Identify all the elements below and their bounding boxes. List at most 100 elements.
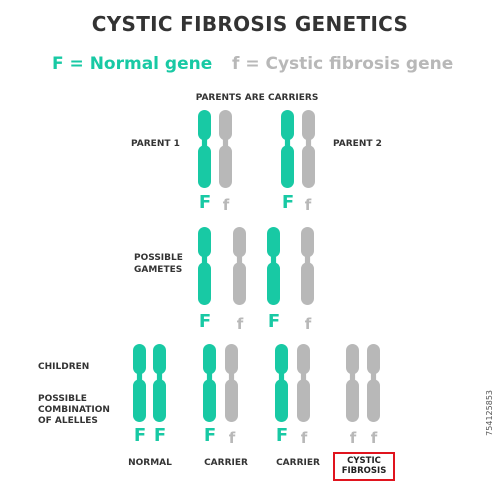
gamete-chromosome-4-arm-upper	[301, 227, 314, 258]
combination-label-line1: POSSIBLE	[38, 394, 87, 404]
child4-chromosome-2-arm-upper	[367, 344, 380, 375]
child3-chromosome-1-arm-upper	[275, 344, 288, 375]
child2-allele-1: F	[203, 425, 217, 446]
gamete-chromosome-2	[233, 227, 246, 305]
parent1-chromosome-1-arm-upper	[198, 110, 211, 141]
gamete-chromosome-2-centromere	[236, 256, 243, 264]
child3-chromosome-1-arm-lower	[275, 379, 288, 422]
parent2-chromosome-1-centromere	[284, 139, 291, 147]
gamete-allele-3: F	[267, 311, 281, 332]
child2-chromosome-1-centromere	[206, 373, 213, 381]
child3-outcome: CARRIER	[276, 458, 320, 468]
stock-watermark-id: 754125853	[485, 390, 494, 436]
parent1-chromosome-2-arm-upper	[219, 110, 232, 141]
parent1-chromosome-2-centromere	[222, 139, 229, 147]
gamete-chromosome-4-arm-lower	[301, 262, 314, 305]
child2-chromosome-1	[203, 344, 216, 422]
child1-allele-1: F	[133, 425, 147, 446]
child4-chromosome-2-centromere	[370, 373, 377, 381]
combination-label-line2: COMBINATION	[38, 405, 110, 415]
child4-allele-1: f	[349, 429, 357, 447]
child4-allele-2: f	[370, 429, 378, 447]
child3-chromosome-2	[297, 344, 310, 422]
child2-chromosome-1-arm-lower	[203, 379, 216, 422]
gamete-chromosome-1-arm-upper	[198, 227, 211, 258]
parent2-chromosome-1-arm-upper	[281, 110, 294, 141]
parent1-chromosome-2-arm-lower	[219, 145, 232, 188]
parent2-allele-1: F	[281, 192, 295, 213]
parents-are-carriers-label: PARENTS ARE CARRIERS	[195, 93, 319, 103]
gametes-label-line1: POSSIBLE	[134, 253, 183, 263]
gamete-chromosome-3-centromere	[270, 256, 277, 264]
gamete-chromosome-2-arm-lower	[233, 262, 246, 305]
gamete-chromosome-2-arm-upper	[233, 227, 246, 258]
child1-allele-2: F	[153, 425, 167, 446]
combination-label-line3: OF ALELLES	[38, 416, 98, 426]
parent2-chromosome-1	[281, 110, 294, 188]
child1-chromosome-2-arm-upper	[153, 344, 166, 375]
child3-chromosome-1-centromere	[278, 373, 285, 381]
parent1-allele-2: f	[222, 196, 230, 214]
child4-chromosome-2-arm-lower	[367, 379, 380, 422]
legend-cystic-gene: f = Cystic fibrosis gene	[232, 54, 454, 74]
gametes-label-line2: GAMETES	[134, 265, 183, 275]
parent1-allele-1: F	[198, 192, 212, 213]
parent1-chromosome-1	[198, 110, 211, 188]
child4-outcome-line1: CYSTIC	[347, 456, 381, 466]
gamete-chromosome-3-arm-lower	[267, 262, 280, 305]
child2-chromosome-1-arm-upper	[203, 344, 216, 375]
child1-chromosome-1	[133, 344, 146, 422]
gamete-chromosome-3-arm-upper	[267, 227, 280, 258]
child1-chromosome-1-centromere	[136, 373, 143, 381]
child4-chromosome-1-centromere	[349, 373, 356, 381]
child2-chromosome-2-arm-lower	[225, 379, 238, 422]
parent2-chromosome-2-arm-upper	[302, 110, 315, 141]
parent2-chromosome-2-arm-lower	[302, 145, 315, 188]
gamete-allele-2: f	[236, 315, 244, 333]
cystic-fibrosis-highlight-box	[333, 452, 395, 481]
gamete-chromosome-4	[301, 227, 314, 305]
parent2-chromosome-2-centromere	[305, 139, 312, 147]
child1-chromosome-2-centromere	[156, 373, 163, 381]
gamete-chromosome-3	[267, 227, 280, 305]
gamete-chromosome-4-centromere	[304, 256, 311, 264]
page-title: CYSTIC FIBROSIS GENETICS	[91, 12, 409, 36]
legend-normal-gene: F = Normal gene	[52, 54, 213, 74]
child2-outcome: CARRIER	[204, 458, 248, 468]
child2-chromosome-2	[225, 344, 238, 422]
gamete-allele-4: f	[304, 315, 312, 333]
child1-chromosome-1-arm-upper	[133, 344, 146, 375]
child4-outcome: CYSTIC FIBROSIS	[333, 456, 395, 476]
child4-chromosome-1-arm-upper	[346, 344, 359, 375]
children-label: CHILDREN	[38, 362, 90, 372]
child2-chromosome-2-centromere	[228, 373, 235, 381]
child1-chromosome-2-arm-lower	[153, 379, 166, 422]
child1-chromosome-2	[153, 344, 166, 422]
child1-chromosome-1-arm-lower	[133, 379, 146, 422]
parent2-chromosome-1-arm-lower	[281, 145, 294, 188]
child2-chromosome-2-arm-upper	[225, 344, 238, 375]
child3-chromosome-2-arm-upper	[297, 344, 310, 375]
parent1-label: PARENT 1	[131, 139, 180, 149]
child4-chromosome-1-arm-lower	[346, 379, 359, 422]
gamete-chromosome-1	[198, 227, 211, 305]
child3-allele-1: F	[275, 425, 289, 446]
child4-outcome-line2: FIBROSIS	[341, 466, 387, 476]
parent1-chromosome-2	[219, 110, 232, 188]
parent2-chromosome-2	[302, 110, 315, 188]
gamete-allele-1: F	[198, 311, 212, 332]
gamete-chromosome-1-arm-lower	[198, 262, 211, 305]
parent2-allele-2: f	[304, 196, 312, 214]
parent1-chromosome-1-centromere	[201, 139, 208, 147]
child2-allele-2: f	[228, 429, 236, 447]
parent1-chromosome-1-arm-lower	[198, 145, 211, 188]
gamete-chromosome-1-centromere	[201, 256, 208, 264]
child3-chromosome-2-arm-lower	[297, 379, 310, 422]
child3-chromosome-1	[275, 344, 288, 422]
parent2-label: PARENT 2	[333, 139, 382, 149]
child3-chromosome-2-centromere	[300, 373, 307, 381]
child1-outcome: NORMAL	[128, 458, 172, 468]
child4-chromosome-2	[367, 344, 380, 422]
child4-chromosome-1	[346, 344, 359, 422]
